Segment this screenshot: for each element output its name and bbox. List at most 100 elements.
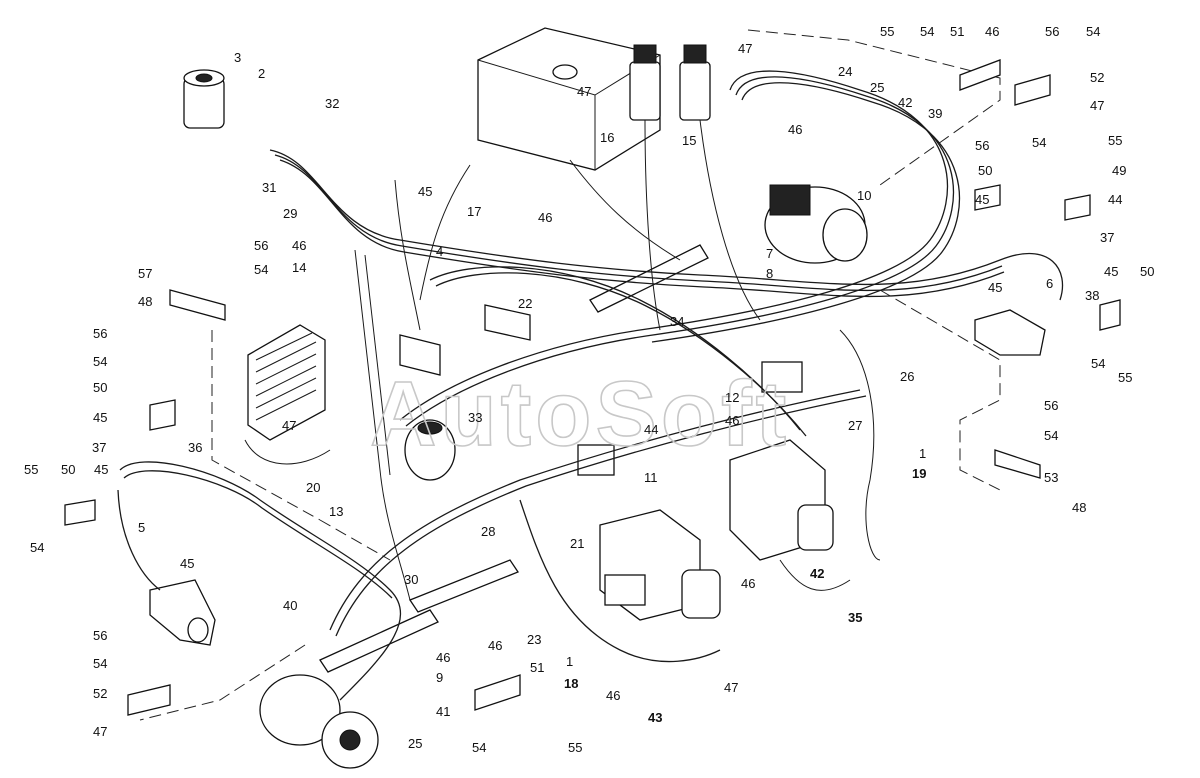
callout-label-46: 46 bbox=[741, 576, 755, 591]
callout-label-44: 44 bbox=[644, 422, 658, 437]
callout-label-18: 18 bbox=[564, 676, 578, 691]
callout-label-39: 39 bbox=[928, 106, 942, 121]
callout-label-56: 56 bbox=[93, 326, 107, 341]
hose-bundles bbox=[117, 70, 1064, 701]
callout-label-55: 55 bbox=[880, 24, 894, 39]
callout-label-3: 3 bbox=[234, 50, 241, 65]
filter-right bbox=[679, 44, 711, 121]
callout-label-10: 10 bbox=[857, 188, 871, 203]
callout-label-19: 19 bbox=[912, 466, 926, 481]
callout-label-6: 6 bbox=[1046, 276, 1053, 291]
callout-label-32: 32 bbox=[325, 96, 339, 111]
callout-label-17: 17 bbox=[467, 204, 481, 219]
callout-label-55: 55 bbox=[1108, 133, 1122, 148]
callout-label-11: 11 bbox=[644, 470, 658, 485]
accumulator bbox=[404, 419, 456, 481]
callout-label-45: 45 bbox=[1104, 264, 1118, 279]
valve-block-22 bbox=[484, 304, 531, 341]
callout-label-54: 54 bbox=[30, 540, 44, 555]
callout-label-55: 55 bbox=[24, 462, 38, 477]
callout-label-25: 25 bbox=[870, 80, 884, 95]
valve-right bbox=[974, 309, 1046, 356]
callout-label-46: 46 bbox=[538, 210, 552, 225]
callout-label-51: 51 bbox=[530, 660, 544, 675]
callout-label-38: 38 bbox=[1085, 288, 1099, 303]
callout-label-37: 37 bbox=[1100, 230, 1114, 245]
callout-label-46: 46 bbox=[606, 688, 620, 703]
callout-label-42: 42 bbox=[898, 95, 912, 110]
callout-label-1: 1 bbox=[919, 446, 926, 461]
callout-label-54: 54 bbox=[254, 262, 268, 277]
callout-label-33: 33 bbox=[468, 410, 482, 425]
callout-label-26: 26 bbox=[900, 369, 914, 384]
dashed-frame bbox=[139, 29, 1001, 721]
callout-label-51: 51 bbox=[950, 24, 964, 39]
oil-cooler bbox=[247, 324, 326, 441]
callout-label-47: 47 bbox=[93, 724, 107, 739]
callout-label-47: 47 bbox=[282, 418, 296, 433]
callout-label-45: 45 bbox=[975, 192, 989, 207]
callout-label-46: 46 bbox=[292, 238, 306, 253]
callout-label-29: 29 bbox=[283, 206, 297, 221]
callout-label-50: 50 bbox=[61, 462, 75, 477]
hydraulic-tank bbox=[477, 27, 661, 171]
callout-label-24: 24 bbox=[838, 64, 852, 79]
valve-block-4 bbox=[399, 334, 441, 376]
callout-label-28: 28 bbox=[481, 524, 495, 539]
callout-label-42: 42 bbox=[810, 566, 824, 581]
callout-label-50: 50 bbox=[93, 380, 107, 395]
callout-label-53: 53 bbox=[1044, 470, 1058, 485]
callout-label-45: 45 bbox=[93, 410, 107, 425]
callout-label-52: 52 bbox=[93, 686, 107, 701]
callout-label-14: 14 bbox=[292, 260, 306, 275]
callout-label-45: 45 bbox=[988, 280, 1002, 295]
callout-label-20: 20 bbox=[306, 480, 320, 495]
callout-label-54: 54 bbox=[93, 656, 107, 671]
callout-label-47: 47 bbox=[577, 84, 591, 99]
callout-label-2: 2 bbox=[258, 66, 265, 81]
callout-label-56: 56 bbox=[254, 238, 268, 253]
callout-label-46: 46 bbox=[436, 650, 450, 665]
callout-label-54: 54 bbox=[93, 354, 107, 369]
callout-label-1: 1 bbox=[566, 654, 573, 669]
callout-label-54: 54 bbox=[1086, 24, 1100, 39]
callout-label-37: 37 bbox=[92, 440, 106, 455]
callout-label-46: 46 bbox=[488, 638, 502, 653]
callout-label-56: 56 bbox=[93, 628, 107, 643]
callout-label-47: 47 bbox=[1090, 98, 1104, 113]
callout-label-54: 54 bbox=[1044, 428, 1058, 443]
callout-label-55: 55 bbox=[568, 740, 582, 755]
callout-label-40: 40 bbox=[283, 598, 297, 613]
valve-block-12 bbox=[761, 361, 803, 393]
callout-label-8: 8 bbox=[766, 266, 773, 281]
clamp-parts bbox=[64, 59, 1121, 716]
callout-label-44: 44 bbox=[1108, 192, 1122, 207]
callout-label-54: 54 bbox=[1032, 135, 1046, 150]
callout-label-16: 16 bbox=[600, 130, 614, 145]
callout-label-54: 54 bbox=[1091, 356, 1105, 371]
filter-left bbox=[629, 44, 661, 121]
cylinder-34 bbox=[589, 244, 709, 313]
callout-label-5: 5 bbox=[138, 520, 145, 535]
cylinder-28 bbox=[319, 559, 519, 673]
callout-label-13: 13 bbox=[329, 504, 343, 519]
callout-label-7: 7 bbox=[766, 246, 773, 261]
callout-label-43: 43 bbox=[648, 710, 662, 725]
callout-label-12: 12 bbox=[725, 390, 739, 405]
callout-label-56: 56 bbox=[1044, 398, 1058, 413]
motor-top-right bbox=[764, 184, 868, 264]
callout-label-35: 35 bbox=[848, 610, 862, 625]
callout-label-56: 56 bbox=[975, 138, 989, 153]
callout-label-47: 47 bbox=[738, 41, 752, 56]
callout-label-45: 45 bbox=[180, 556, 194, 571]
callout-label-46: 46 bbox=[788, 122, 802, 137]
motor-bottom-left bbox=[259, 674, 379, 769]
callout-label-27: 27 bbox=[848, 418, 862, 433]
callout-label-46: 46 bbox=[985, 24, 999, 39]
callout-label-23: 23 bbox=[527, 632, 541, 647]
callout-label-46: 46 bbox=[725, 413, 739, 428]
callout-label-30: 30 bbox=[404, 572, 418, 587]
